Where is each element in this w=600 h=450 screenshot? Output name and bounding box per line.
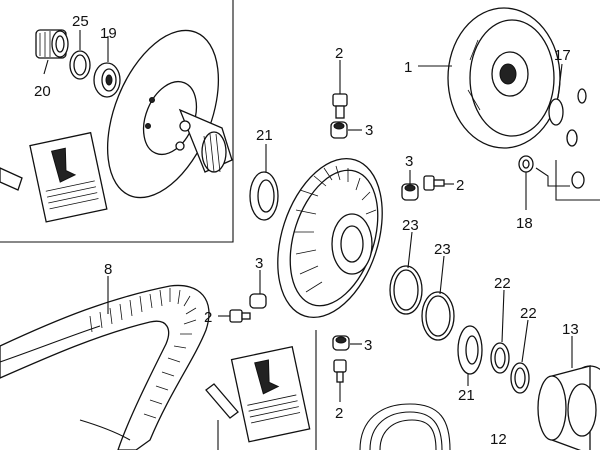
callout-20: 20 [34,83,51,100]
callout-1: 1 [404,59,412,76]
bolt-bottom-part [333,359,347,383]
drive-belt-part [0,284,210,450]
collar-mid-part [401,183,419,201]
callout-17: 17 [554,47,571,64]
callout-12: 12 [490,431,507,448]
callout-2-mid: 2 [456,177,464,194]
fan-pulley-part [277,157,383,319]
callout-19: 19 [100,25,117,42]
callout-3-lower: 3 [255,255,263,272]
assembly-box-frame [0,0,234,243]
clutch-outer-part [447,7,561,149]
collar-upper-part [330,121,348,139]
spring-part [359,403,451,450]
bolt-lower-part [229,309,251,323]
ball-bearing-part [93,62,121,98]
dowel-pin-part [205,383,239,419]
callout-21-upper: 21 [256,127,273,144]
bolt-mid-part [423,175,445,191]
o-ring-part-2 [421,291,455,341]
callout-13: 13 [562,321,579,338]
warning-label [29,131,108,223]
callout-2-lower: 2 [204,309,212,326]
washer-small-part [518,155,534,173]
assembly-box-frame-right [555,160,600,201]
bolt-upper-part [332,93,348,119]
callout-2-upper: 2 [335,45,343,62]
callout-23-first: 23 [402,217,419,234]
o-ring-part [389,265,423,315]
callout-3-bottom: 3 [364,337,372,354]
bolt-left-part [0,167,23,191]
circlip-right-part [548,88,587,189]
collar-lower-part [249,293,267,309]
callout-8: 8 [104,261,112,278]
needle-bearing-part [35,29,69,59]
oil-seal-part [249,171,279,221]
circlip-part [69,50,91,80]
washer-part-2 [510,362,530,394]
callout-18: 18 [516,215,533,232]
warning-label-lower [230,345,311,443]
washer-part [490,342,510,374]
callout-23-second: 23 [434,241,451,258]
bearing-lower-part [457,325,483,375]
callout-3-mid: 3 [405,153,413,170]
callout-25: 25 [72,13,89,30]
leader-lines [43,30,573,450]
clutch-boss-part [537,365,600,450]
callout-2-bottom: 2 [335,405,343,422]
collar-bottom-part [332,335,350,351]
callout-22-second: 22 [520,305,537,322]
driven-pulley-part [106,29,233,199]
callout-22-first: 22 [494,275,511,292]
callout-21-lower: 21 [458,387,475,404]
callout-3-upper: 3 [365,122,373,139]
